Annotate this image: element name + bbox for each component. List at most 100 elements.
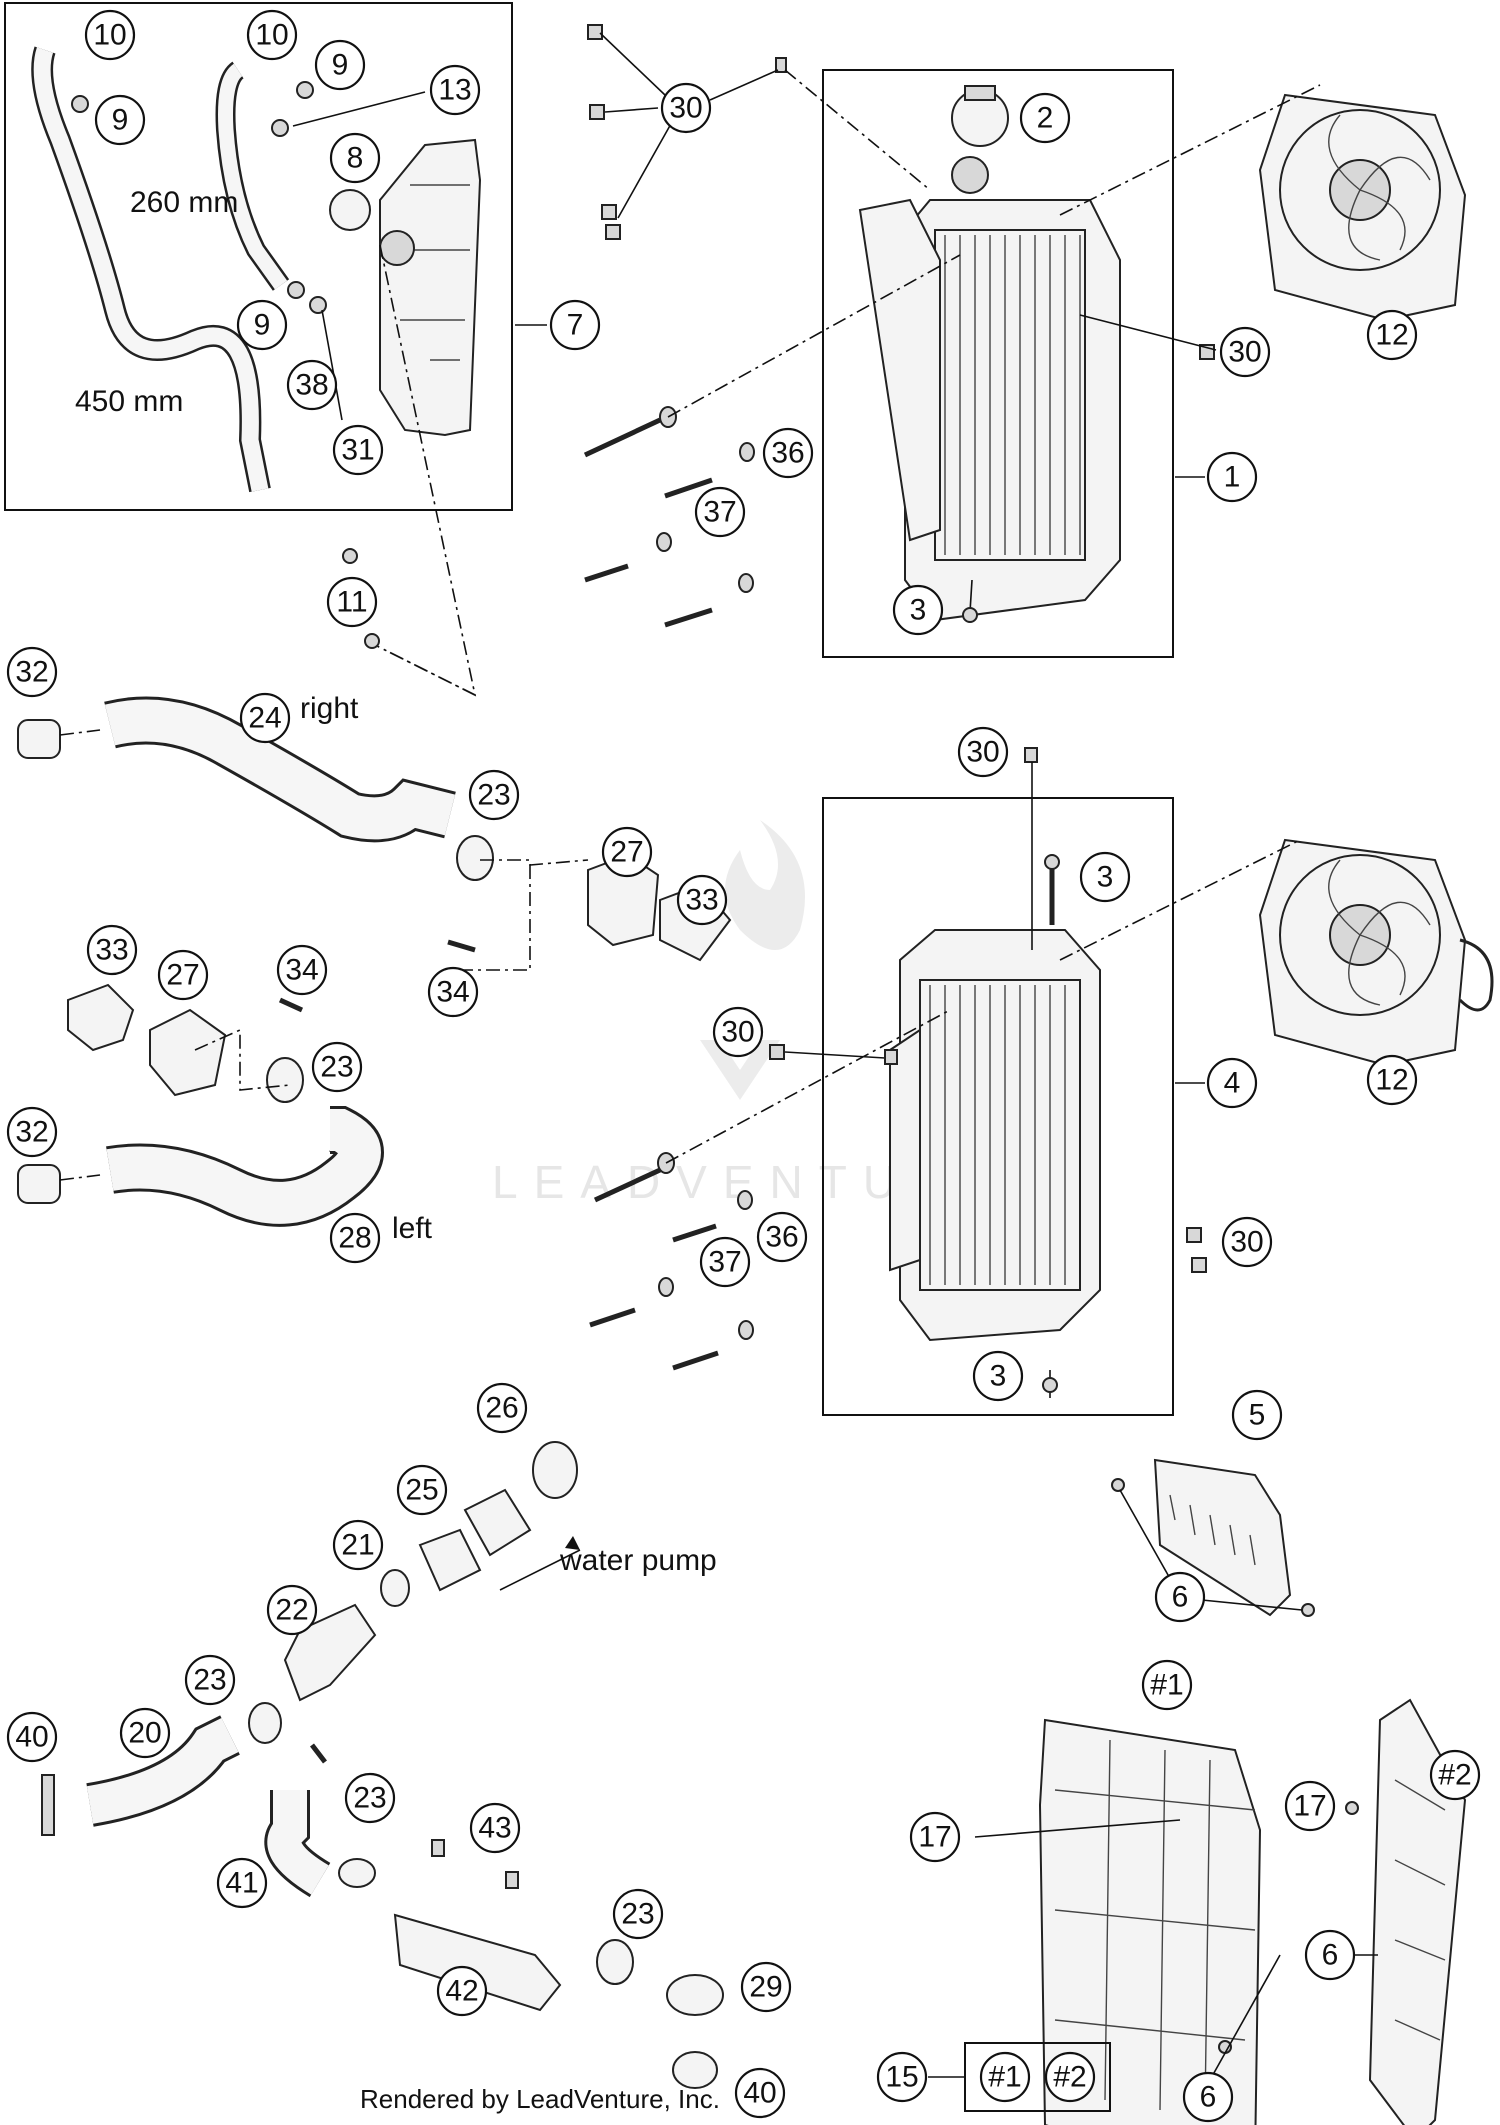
callout-2: 2 [1019, 92, 1071, 144]
svg-text:31: 31 [341, 434, 374, 467]
svg-text:38: 38 [295, 369, 328, 402]
svg-text:33: 33 [95, 934, 128, 967]
svg-text:3: 3 [910, 594, 927, 627]
svg-text:17: 17 [1293, 1790, 1326, 1823]
callout-3: 3 [892, 584, 944, 636]
svg-text:26: 26 [485, 1392, 518, 1425]
pipe-42 [393, 1913, 562, 2012]
callout-6: 6 [1304, 1929, 1356, 1981]
svg-text:5: 5 [1249, 1399, 1266, 1432]
callout-11: 11 [326, 576, 378, 628]
svg-text:#2: #2 [1438, 1759, 1471, 1792]
svg-text:34: 34 [285, 954, 318, 987]
svg-text:25: 25 [405, 1474, 438, 1507]
callout-33: 33 [86, 924, 138, 976]
callout-34: 34 [276, 944, 328, 996]
clamp-23-c [248, 1702, 282, 1744]
callout-15: 15 [876, 2051, 928, 2103]
svg-text:9: 9 [332, 49, 349, 82]
callout-26: 26 [476, 1382, 528, 1434]
svg-text:30: 30 [721, 1016, 754, 1049]
callout-25: 25 [396, 1464, 448, 1516]
callout-12: 12 [1366, 309, 1418, 361]
callout-7: 7 [549, 299, 601, 351]
callout-20: 20 [119, 1707, 171, 1759]
callout-24: 24 [239, 692, 291, 744]
callout-23: 23 [344, 1772, 396, 1824]
callout-33: 33 [676, 874, 728, 926]
footer-credit: Rendered by LeadVenture, Inc. [360, 2084, 720, 2114]
guard-5 [1111, 1458, 1315, 1617]
svg-text:36: 36 [771, 437, 804, 470]
svg-text:3: 3 [1097, 861, 1114, 894]
callout-23: 23 [311, 1041, 363, 1093]
callout-40: 40 [734, 2067, 786, 2119]
expansion-tank-group: 260 mm 450 mm [4, 2, 547, 511]
callout-27: 27 [157, 949, 209, 1001]
svg-text:30: 30 [966, 736, 999, 769]
clips-30-upper [587, 24, 1217, 360]
callout-41: 41 [216, 1857, 268, 1909]
expansion-tank [379, 138, 482, 437]
svg-text:34: 34 [436, 976, 469, 1009]
hose-260-label: 260 mm [130, 186, 238, 219]
clamp-32-lower [17, 1164, 61, 1204]
callout-13: 13 [429, 64, 481, 116]
callout-3: 3 [972, 1350, 1024, 1402]
expansion-tank-frame [4, 2, 513, 511]
clamp-9 [71, 95, 89, 113]
callout-38: 38 [286, 359, 338, 411]
svg-text:27: 27 [166, 959, 199, 992]
svg-text:29: 29 [749, 1971, 782, 2004]
callout-21: 21 [332, 1519, 384, 1571]
callout-32: 32 [6, 646, 58, 698]
callout-27: 27 [601, 826, 653, 878]
callout-5: 5 [1231, 1389, 1283, 1441]
svg-text:12: 12 [1375, 319, 1408, 352]
callout-3: 3 [1079, 851, 1131, 903]
svg-text:15: 15 [885, 2061, 918, 2094]
clamp-23-b [266, 1057, 304, 1103]
callout-9: 9 [236, 299, 288, 351]
svg-text:37: 37 [703, 496, 736, 529]
callout-36: 36 [762, 427, 814, 479]
svg-text:21: 21 [341, 1529, 374, 1562]
svg-text:23: 23 [193, 1664, 226, 1697]
hose-right-label: right [300, 692, 359, 725]
svg-text:7: 7 [567, 309, 584, 342]
svg-text:42: 42 [445, 1975, 478, 2008]
part-40 [41, 1774, 55, 1836]
callout-17: 17 [909, 1811, 961, 1863]
bolts-11 [342, 548, 380, 649]
callout-22: 22 [266, 1584, 318, 1636]
callout-10: 10 [84, 9, 136, 61]
hose-28-assembly: left [17, 1106, 433, 1245]
callout-cover-1: #1 [1141, 1659, 1193, 1711]
callout-37: 37 [699, 1236, 751, 1288]
callout-17: 17 [1284, 1780, 1336, 1832]
hose-left-label: left [392, 1212, 433, 1245]
svg-text:32: 32 [15, 656, 48, 689]
callout-cover-2: #2 [1429, 1749, 1481, 1801]
svg-text:32: 32 [15, 1116, 48, 1149]
svg-text:28: 28 [338, 1222, 371, 1255]
hose-25 [463, 1488, 532, 1557]
svg-text:40: 40 [15, 1721, 48, 1754]
svg-text:20: 20 [128, 1717, 161, 1750]
water-pump-label: water pump [559, 1544, 717, 1577]
fasteners-36-37-lower [589, 1152, 754, 1371]
radiator-right-group [822, 69, 1205, 658]
clamp-23-e [596, 1939, 634, 1985]
legend-box [964, 2042, 1111, 2112]
svg-text:13: 13 [438, 74, 471, 107]
svg-text:#1: #1 [1150, 1669, 1183, 1702]
legend-item-1: #1 [979, 2051, 1031, 2103]
callout-6: 6 [1154, 1571, 1206, 1623]
callout-42: 42 [436, 1965, 488, 2017]
clamp-32-upper [17, 719, 61, 759]
part-29 [666, 1974, 724, 2016]
svg-text:23: 23 [477, 779, 510, 812]
legend-item-2: #2 [1044, 2051, 1096, 2103]
svg-text:30: 30 [669, 92, 702, 125]
callout-40: 40 [6, 1711, 58, 1763]
